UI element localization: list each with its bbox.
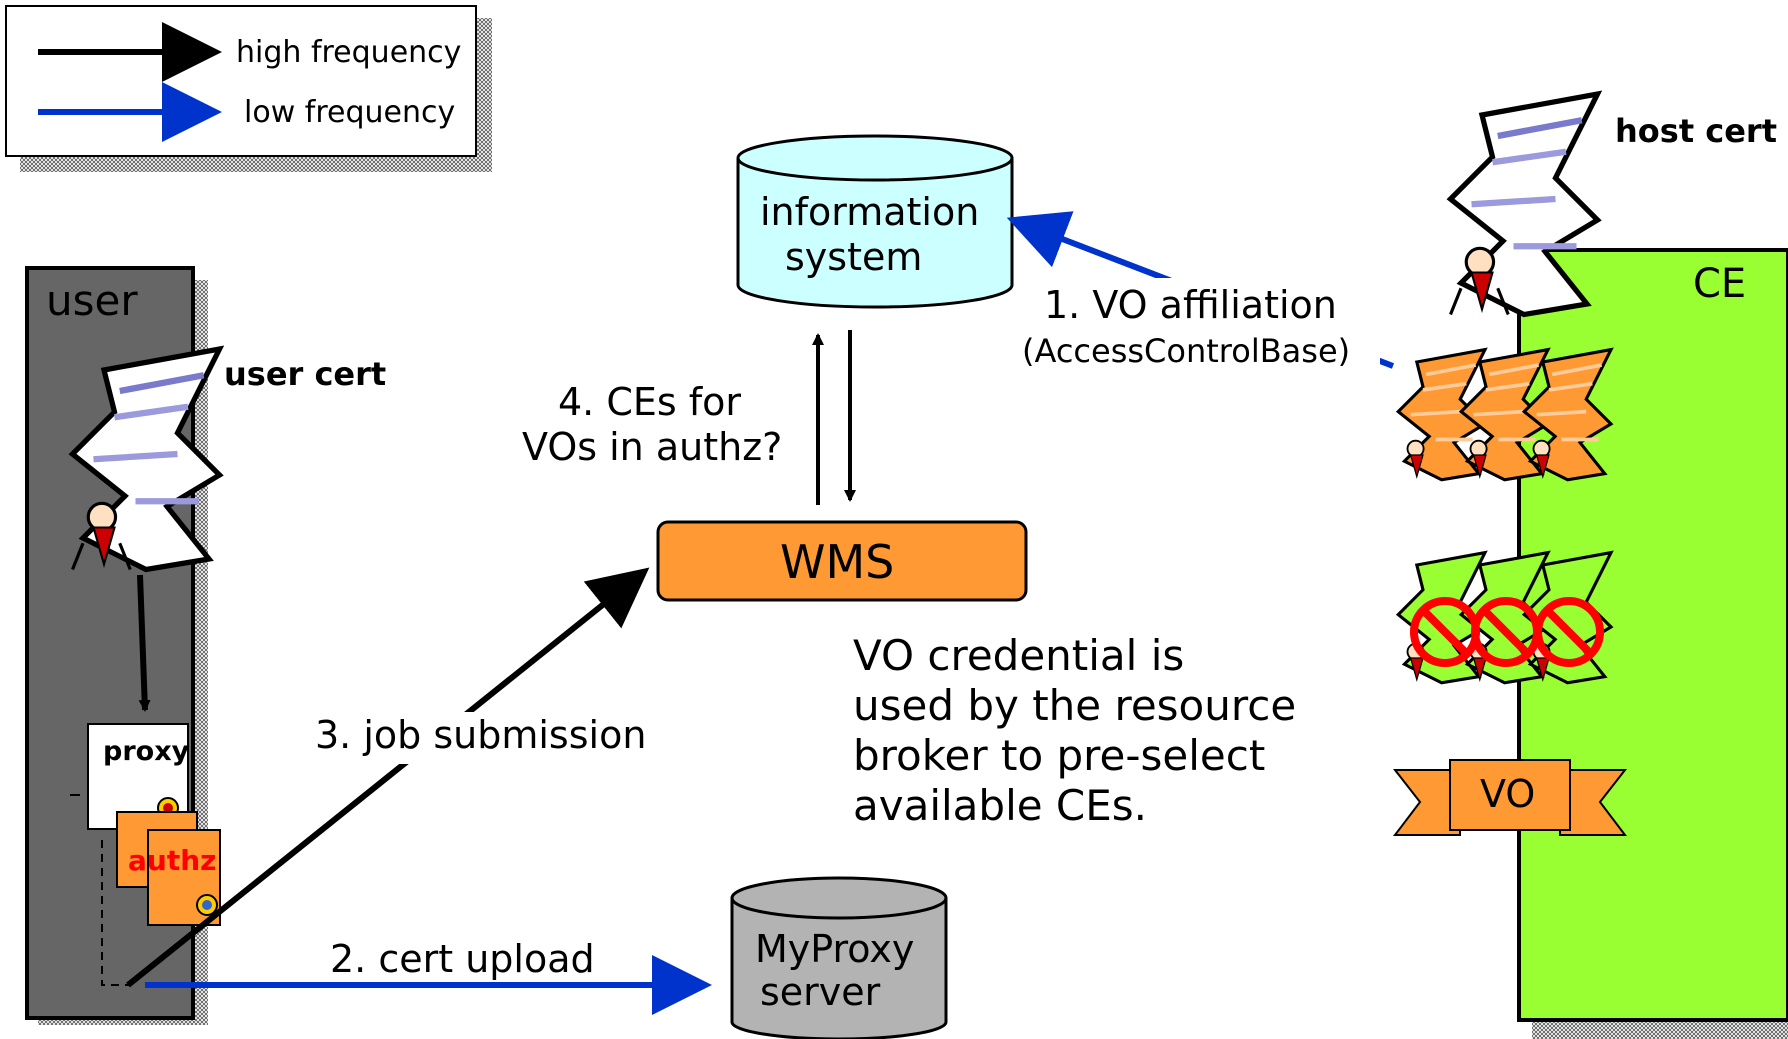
host-cert-label: host cert: [1615, 112, 1777, 150]
user-label: user: [46, 276, 138, 325]
ces-for-vos-line1: 4. CEs for: [558, 380, 741, 424]
certificate-icon: [1395, 347, 1488, 482]
legend-low-label: low frequency: [244, 95, 455, 130]
host-cert: host cert: [1451, 94, 1777, 315]
authz-label: authz: [128, 844, 216, 877]
note-text: VO credential is used by the resource br…: [853, 631, 1296, 830]
ces-for-vos-line2: VOs in authz?: [522, 425, 782, 469]
wms-label: WMS: [780, 535, 894, 589]
proxy-dashed-connector: [101, 840, 130, 986]
vo-affiliation-line1: 1. VO affiliation: [1044, 283, 1337, 327]
note-line1: VO credential is: [853, 631, 1184, 680]
authz-cards: authz: [116, 811, 221, 926]
certificate-icon: [1458, 347, 1551, 482]
user-to-proxy-arrow: [137, 574, 151, 712]
wms-node: WMS: [656, 520, 1028, 602]
myproxy-line2: server: [760, 970, 881, 1014]
user-cert-label: user cert: [224, 355, 386, 393]
note-line3: broker to pre-select: [853, 731, 1265, 780]
information-system-line1: information: [760, 190, 979, 234]
forbidden-icon: [1534, 597, 1604, 667]
green-vo-certificates: [1395, 550, 1614, 685]
orange-vo-certificates: [1395, 347, 1614, 482]
legend-high-label: high frequency: [236, 35, 461, 70]
information-system-line2: system: [785, 235, 922, 279]
myproxy-server: MyProxy server: [730, 876, 948, 1039]
legend: high frequency low frequency: [5, 5, 492, 172]
certificate-icon: [1521, 347, 1614, 482]
job-submission-arrow: [126, 567, 650, 988]
vo-banner-label: VO: [1480, 772, 1535, 816]
banner-icon: VO: [1392, 759, 1628, 836]
ce-label: CE: [1693, 261, 1746, 307]
proxy-label: proxy: [103, 736, 190, 767]
job-submission-label: 3. job submission: [315, 713, 646, 757]
information-system: information system: [736, 134, 1014, 309]
vo-affiliation-line2: (AccessControlBase): [1022, 332, 1350, 370]
note-line4: available CEs.: [853, 781, 1147, 830]
user-cert: user cert: [73, 349, 386, 570]
cert-upload-label: 2. cert upload: [330, 937, 595, 981]
myproxy-line1: MyProxy: [755, 927, 914, 971]
note-line2: used by the resource: [853, 681, 1296, 730]
